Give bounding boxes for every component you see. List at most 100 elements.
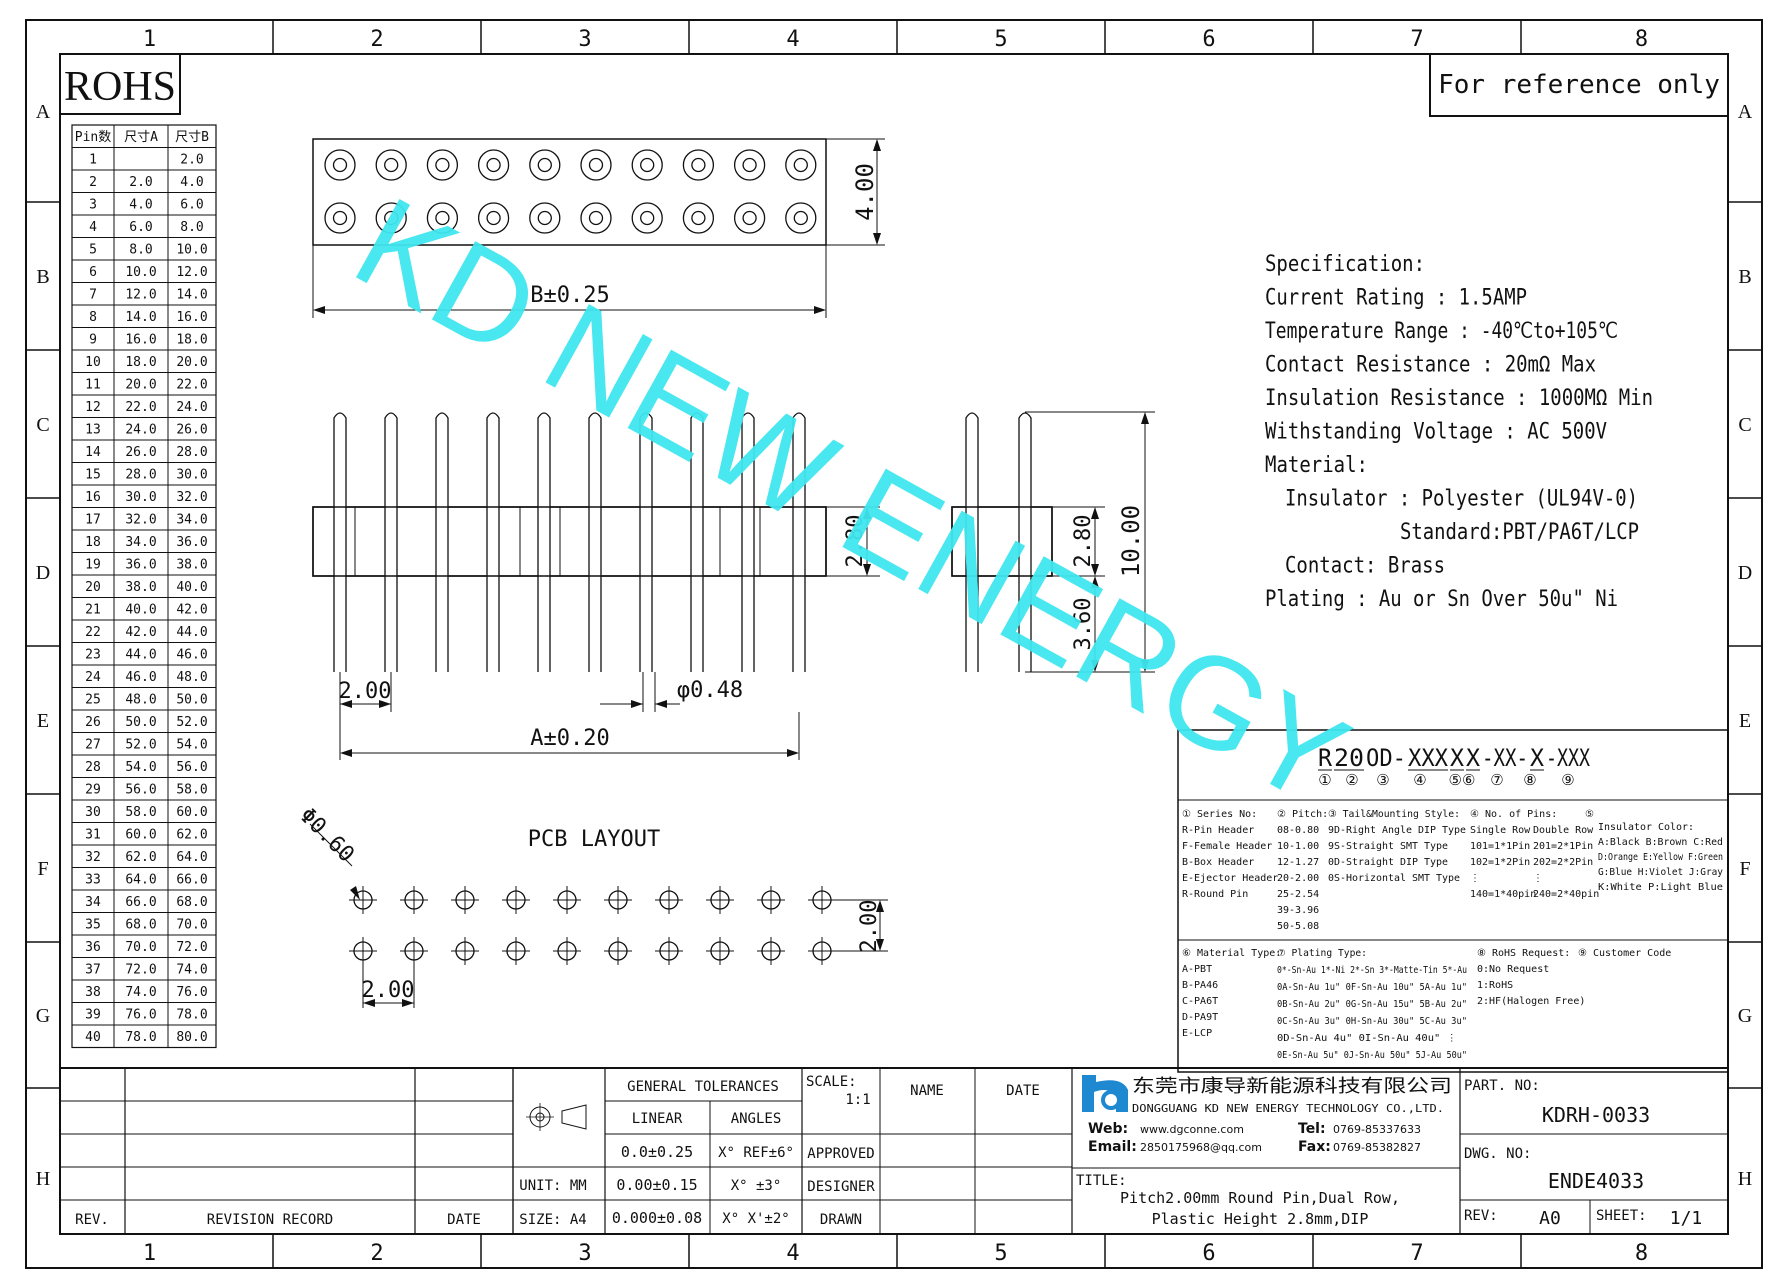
pin-table-cell: 22.0 [125, 400, 156, 415]
pin-table-cell: 58.0 [176, 783, 207, 798]
pin-table-cell: 26 [85, 715, 101, 730]
row-marker-left: C [36, 414, 49, 436]
pin-table-cell: 76.0 [125, 1008, 156, 1023]
pin-table-cell: 44.0 [176, 625, 207, 640]
tolerance-angles: X° REF±6° [718, 1145, 794, 1161]
row-marker-right: C [1738, 414, 1751, 436]
part-code-marker: ⑤⑥ [1449, 771, 1476, 789]
pin-table-cell: 20 [85, 580, 101, 595]
pin-table-cell: 14 [85, 445, 101, 460]
pin-table-cell: 58.0 [125, 805, 156, 820]
pin-table-cell: 34.0 [125, 535, 156, 550]
row-marker-left: H [36, 1168, 50, 1190]
pin-table-cell: 40 [85, 1030, 101, 1045]
pin-table-cell: 64.0 [176, 850, 207, 865]
revision-record-label: REVISION RECORD [207, 1212, 333, 1228]
part-code-legend-line: B-Box Header [1182, 857, 1254, 868]
part-code-legend-line: 0E-Sn-Au 5u" 0J-Sn-Au 50u" 5J-Au 50u" [1277, 1050, 1467, 1061]
spec-line: Contact Resistance : 20mΩ Max [1265, 353, 1596, 378]
pin-table-cell: 10 [85, 355, 101, 370]
approved-label: APPROVED [807, 1146, 874, 1162]
pin-table-cell: 38.0 [176, 558, 207, 573]
pin-table-cell: 4.0 [129, 198, 152, 213]
pin [333, 412, 347, 672]
pin-table-cell: 15 [85, 468, 101, 483]
angles-label: ANGLES [731, 1111, 782, 1127]
spec-line: Standard:PBT/PA6T/LCP [1400, 520, 1639, 545]
pin-table-cell: 39 [85, 1008, 101, 1023]
pin-table-cell: 8.0 [129, 243, 152, 258]
dim-b: B±0.25 [530, 283, 609, 308]
part-code-legend-line: ⑤ [1585, 809, 1594, 820]
tolerance-linear: 0.0±0.25 [621, 1143, 693, 1161]
part-code-legend-line: E-LCP [1182, 1028, 1212, 1039]
pin-table-cell: 16.0 [125, 333, 156, 348]
scale-value: 1:1 [845, 1092, 870, 1108]
pin-table-cell: 20.0 [176, 355, 207, 370]
part-code-legend-line: ⑦ Plating Type: [1277, 948, 1367, 959]
pin-hole [375, 202, 407, 234]
tolerance-angles: X° ±3° [731, 1178, 782, 1194]
email-value: 2850175968@qq.com [1140, 1141, 1262, 1154]
pin-table-cell: 76.0 [176, 985, 207, 1000]
pin-hole [529, 149, 561, 181]
pin-hole [477, 202, 510, 234]
pin-table-cell: 30 [85, 805, 101, 820]
pin-table-cell: 2.0 [129, 175, 152, 190]
part-code-legend-line: 202=2*2Pin [1533, 857, 1593, 868]
reference-note: For reference only [1438, 70, 1720, 100]
part-code-legend-line: A:Black B:Brown C:Red [1598, 837, 1723, 848]
column-marker-top: 1 [143, 27, 156, 52]
pin-table-cell: 14.0 [125, 310, 156, 325]
part-code-legend-line: ⑧ RoHS Request: [1477, 948, 1570, 959]
part-code-segment: R [1318, 744, 1333, 772]
rev-sheet-label: REV: [1464, 1208, 1498, 1224]
pin-table-cell: 42.0 [125, 625, 156, 640]
pin-table-cell: 62.0 [176, 828, 207, 843]
part-code-legend-line: 25-2.54 [1277, 889, 1319, 900]
column-marker-bottom: 5 [994, 1241, 1007, 1266]
part-code-legend-line: D:Orange E:Yellow F:Green [1598, 852, 1723, 863]
pin-hole [733, 202, 766, 234]
unit-label: UNIT: MM [519, 1178, 586, 1194]
linear-label: LINEAR [632, 1111, 683, 1127]
column-marker-bottom: 2 [370, 1241, 383, 1266]
column-marker-top: 3 [578, 27, 591, 52]
dim-1000: 10.00 [1117, 505, 1145, 577]
title-line-1: Pitch2.00mm Round Pin,Dual Row, [1120, 1189, 1400, 1207]
pin-table-cell: 12 [85, 400, 101, 415]
pin-table-cell: 50.0 [176, 693, 207, 708]
row-marker-right: E [1739, 710, 1751, 732]
part-code-segment: X [1466, 744, 1481, 772]
part-code-legend-line: R-Pin Header [1182, 825, 1254, 836]
pin [384, 412, 398, 672]
part-code-segment: XXX [1408, 744, 1448, 772]
part-code-marker: ⑨ [1561, 771, 1574, 789]
pin-table-cell: 18 [85, 535, 101, 550]
part-code-marker: ③ [1376, 771, 1389, 789]
web-label: Web: [1088, 1121, 1128, 1137]
sheet-label: SHEET: [1596, 1208, 1647, 1224]
pin-table-cell: 16.0 [176, 310, 207, 325]
pin-table-cell: 12.0 [125, 288, 156, 303]
row-marker-left: G [36, 1005, 50, 1027]
pin-table-cell: 28.0 [125, 468, 156, 483]
company-name-en: DONGGUANG KD NEW ENERGY TECHNOLOGY CO.,L… [1132, 1102, 1444, 1115]
row-marker-right: F [1739, 858, 1750, 880]
part-code-segment: OD- [1366, 744, 1406, 772]
dim-pcb-pitch: 2.00 [362, 978, 415, 1003]
part-code-legend-line: 201=2*1Pin [1533, 841, 1593, 852]
pin-table-cell: 34 [85, 895, 101, 910]
pin-table-cell: 80.0 [176, 1030, 207, 1045]
pin-table-cell: 40.0 [125, 603, 156, 618]
part-no-value: KDRH-0033 [1542, 1103, 1650, 1127]
column-marker-bottom: 1 [143, 1241, 156, 1266]
pin-table-cell: 52.0 [125, 738, 156, 753]
part-code-legend-line: G:Blue H:Violet J:Gray [1598, 867, 1723, 878]
pin-table-cell: 78.0 [125, 1030, 156, 1045]
part-code-legend-line: 0A-Sn-Au 1u" 0F-Sn-Au 10u" 5A-Au 1u" [1277, 982, 1467, 993]
pin-table-cell: 62.0 [125, 850, 156, 865]
pin-table-cell: 36.0 [176, 535, 207, 550]
pin-table-cell: 16 [85, 490, 101, 505]
